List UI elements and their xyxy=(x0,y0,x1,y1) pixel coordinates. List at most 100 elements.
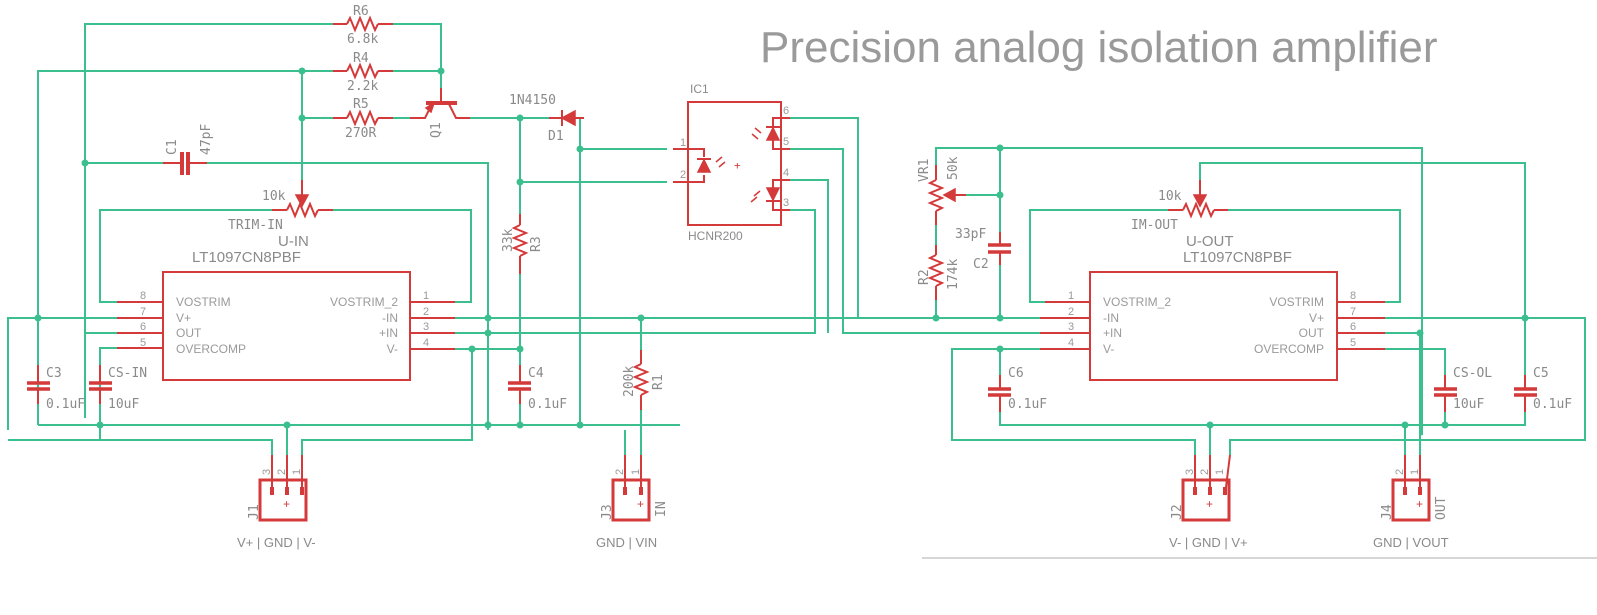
u-in-pin-name-6: OUT xyxy=(176,326,202,340)
u-out-pin-name-5: OVERCOMP xyxy=(1254,342,1324,356)
capacitor-c4[interactable]: C4 0.1uF xyxy=(508,365,567,412)
j2-pin-2: 2 xyxy=(1199,469,1211,475)
j2-label: V- | GND | V+ xyxy=(1169,535,1248,550)
connector-j1[interactable]: 3 2 1 + J1 V+ | GND | V- xyxy=(237,455,316,550)
u-out-pin-name-2: -IN xyxy=(1103,311,1119,325)
d1-value: 1N4150 xyxy=(509,93,556,108)
u-in-pin-num-6: 6 xyxy=(140,321,146,333)
r6-value: 6.8k xyxy=(347,32,378,47)
c1-value: 47pF xyxy=(199,124,214,155)
c2-ref: C2 xyxy=(973,257,989,272)
c4-ref: C4 xyxy=(528,366,544,381)
c4-value: 0.1uF xyxy=(528,397,567,412)
ic1-value: HCNR200 xyxy=(688,229,743,243)
u-in-pin-num-2: 2 xyxy=(423,306,429,318)
svg-text:5: 5 xyxy=(783,136,789,148)
resistor-r4[interactable]: R4 2.2k xyxy=(333,51,393,94)
c5-value: 0.1uF xyxy=(1533,397,1572,412)
c3-value: 0.1uF xyxy=(46,397,85,412)
connector-j2[interactable]: 3 2 1 + J2 V- | GND | V+ xyxy=(1169,454,1248,550)
u-out-pin-num-5: 5 xyxy=(1350,337,1356,349)
u-in-pin-name-3: +IN xyxy=(379,326,398,340)
u-in-pin-name-5: OVERCOMP xyxy=(176,342,246,356)
u-out-pin-num-7: 7 xyxy=(1350,306,1356,318)
u-out-pin-name-4: V- xyxy=(1103,342,1114,356)
u-in-ref: U-IN xyxy=(278,233,309,250)
trim-out-ref: IM-OUT xyxy=(1131,218,1178,233)
u-out-pin-name-8: VOSTRIM xyxy=(1269,295,1324,309)
u-in-pin-num-5: 5 xyxy=(140,337,146,349)
j3-pin-2: 2 xyxy=(614,469,626,475)
u-in-pin-num-7: 7 xyxy=(140,306,146,318)
j2-pin-1: 1 xyxy=(1214,469,1226,475)
j3-plus: + xyxy=(637,497,644,511)
j1-pin-1: 1 xyxy=(291,469,303,475)
resistor-r1[interactable]: 200k R1 xyxy=(622,350,666,410)
potentiometer-trim-out[interactable]: 10k IM-OUT xyxy=(1131,180,1228,233)
diode-d1[interactable]: 1N4150 D1 xyxy=(509,93,584,144)
j3-ref: J3 xyxy=(600,504,615,520)
c3-ref: C3 xyxy=(46,366,62,381)
u-out-pin-name-3: +IN xyxy=(1103,326,1122,340)
c6-value: 0.1uF xyxy=(1008,397,1047,412)
resistor-r6[interactable]: R6 6.8k xyxy=(333,4,393,47)
r2-ref: R2 xyxy=(917,269,932,285)
potentiometer-trim-in[interactable]: 10k TRIM-IN xyxy=(228,180,333,233)
r5-value: 270R xyxy=(345,126,376,141)
capacitor-c6[interactable]: C6 0.1uF xyxy=(988,366,1047,412)
j1-ref: J1 xyxy=(247,504,262,520)
capacitor-c2[interactable]: 33pF C2 xyxy=(955,227,1011,272)
u-out-pin-num-3: 3 xyxy=(1068,321,1074,333)
c2-value: 33pF xyxy=(955,227,986,242)
u-in-pin-num-1: 1 xyxy=(423,290,429,302)
r6-ref: R6 xyxy=(353,4,369,19)
svg-text:4: 4 xyxy=(783,167,789,179)
q1-ref: Q1 xyxy=(429,122,444,138)
capacitor-c1[interactable]: C1 47pF xyxy=(163,124,214,175)
r5-ref: R5 xyxy=(353,97,369,112)
c6-ref: C6 xyxy=(1008,366,1024,381)
u-in-pin-name-4: V- xyxy=(387,342,398,356)
cs-out-ref: CS-OL xyxy=(1453,366,1492,381)
j1-pin-2: 2 xyxy=(276,469,288,475)
u-out-pin-num-2: 2 xyxy=(1068,306,1074,318)
u-out-ref: U-OUT xyxy=(1186,233,1234,250)
trim-out-value: 10k xyxy=(1158,189,1182,204)
u-out-pin-num-1: 1 xyxy=(1068,290,1074,302)
cs-in-ref: CS-IN xyxy=(108,366,147,381)
u-out-pin-num-6: 6 xyxy=(1350,321,1356,333)
svg-text:6: 6 xyxy=(783,105,789,117)
potentiometer-vr1[interactable]: VR1 50k xyxy=(917,156,966,225)
j1-label: V+ | GND | V- xyxy=(237,535,316,550)
j2-plus: + xyxy=(1206,497,1213,511)
u-out-pin-name-6: OUT xyxy=(1299,326,1325,340)
j2-ref: J2 xyxy=(1170,504,1185,520)
u-out-pin-num-4: 4 xyxy=(1068,337,1074,349)
optocoupler-ic1[interactable]: IC1 HCNR200 1 2 + 6 5 4 3 xyxy=(673,82,790,243)
cs-in-value: 10uF xyxy=(108,397,139,412)
resistor-r3[interactable]: 33k R3 xyxy=(501,214,544,274)
capacitor-c5[interactable]: C5 0.1uF xyxy=(1514,366,1572,412)
svg-text:2: 2 xyxy=(680,169,686,181)
u-in-pin-num-3: 3 xyxy=(423,321,429,333)
resistor-r2[interactable]: R2 174k xyxy=(917,245,961,300)
junctions xyxy=(34,67,1529,429)
capacitor-cs-out[interactable]: CS-OL 10uF xyxy=(1434,366,1492,412)
transistor-q1[interactable]: Q1 xyxy=(410,88,470,138)
u-out-pin-name-7: V+ xyxy=(1309,311,1324,325)
u-out-pin-num-8: 8 xyxy=(1350,290,1356,302)
connector-j3[interactable]: 2 1 + J3 IN GND | VIN xyxy=(596,455,669,550)
svg-text:1: 1 xyxy=(680,137,686,149)
u-in-pin-name-7: V+ xyxy=(176,311,191,325)
resistor-r5[interactable]: R5 270R xyxy=(333,97,393,141)
r3-value: 33k xyxy=(501,228,516,252)
capacitor-cs-in[interactable]: CS-IN 10uF xyxy=(89,365,147,412)
j3-pin-1: 1 xyxy=(630,469,642,475)
connector-j4[interactable]: 2 1 + J4 OUT GND | VOUT xyxy=(1373,455,1449,550)
j2-pin-3: 3 xyxy=(1184,469,1196,475)
r4-value: 2.2k xyxy=(347,79,378,94)
capacitor-c3[interactable]: C3 0.1uF xyxy=(27,365,85,412)
